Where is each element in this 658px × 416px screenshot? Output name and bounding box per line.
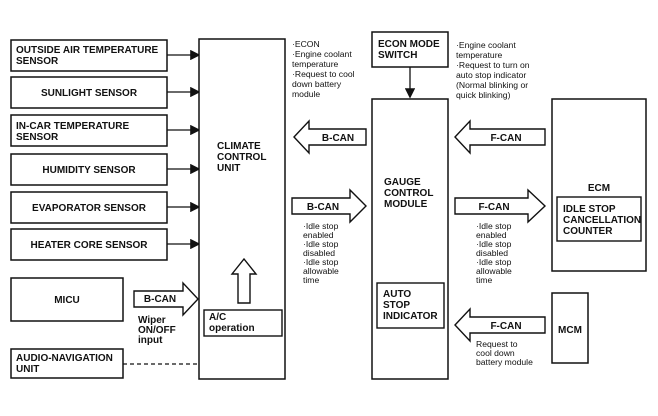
svg-text:temperature: temperature: [456, 50, 503, 60]
outside-air-temperature-sensor-box: OUTSIDE AIR TEMPERATURE SENSOR: [10, 39, 168, 72]
micu-box: MICU: [10, 277, 124, 322]
svg-text:allowable: allowable: [303, 266, 339, 276]
ecm-fcan-info-note: ·Idle stop enabled ·Idle stop disabled ·…: [476, 221, 512, 285]
svg-text:·Idle stop: ·Idle stop: [303, 257, 339, 267]
auto-stop-indicator-box: AUTO STOP INDICATOR: [376, 282, 445, 329]
svg-text:enabled: enabled: [303, 230, 334, 240]
svg-text:SWITCH: SWITCH: [378, 50, 417, 61]
ac-operation-box: A/C operation: [203, 309, 283, 337]
svg-text:·Idle stop: ·Idle stop: [476, 221, 512, 231]
evaporator-sensor-box: EVAPORATOR SENSOR: [10, 191, 168, 224]
svg-text:COUNTER: COUNTER: [563, 226, 613, 237]
svg-text:B-CAN: B-CAN: [144, 294, 176, 305]
mcm-request-note: Request to cool down battery module: [476, 339, 533, 367]
ecm-to-gauge-fcan-arrow: F-CAN: [454, 119, 546, 155]
svg-text:disabled: disabled: [476, 248, 508, 258]
svg-text:MCM: MCM: [558, 325, 582, 336]
svg-text:B-CAN: B-CAN: [322, 133, 354, 144]
svg-text:CANCELLATION: CANCELLATION: [563, 215, 641, 226]
svg-text:allowable: allowable: [476, 266, 512, 276]
svg-text:Request to: Request to: [476, 339, 518, 349]
svg-text:F-CAN: F-CAN: [490, 133, 521, 144]
svg-text:·ECON: ·ECON: [292, 39, 320, 49]
heater-core-sensor-box: HEATER CORE SENSOR: [10, 228, 168, 261]
svg-text:HUMIDITY SENSOR: HUMIDITY SENSOR: [42, 165, 136, 176]
mcm-box: MCM: [551, 292, 589, 364]
svg-text:module: module: [292, 89, 320, 99]
svg-text:Wiper: Wiper: [138, 315, 166, 326]
audio-navigation-unit-box: AUDIO-NAVIGATION UNIT: [10, 348, 124, 379]
ecm-box: ECM: [551, 98, 647, 272]
climate-gauge-info-note: ·ECON ·Engine coolant temperature ·Reque…: [292, 39, 355, 99]
svg-text:cool down: cool down: [476, 348, 515, 358]
svg-text:CONTROL: CONTROL: [217, 152, 266, 163]
svg-text:·Request to turn on: ·Request to turn on: [456, 60, 530, 70]
svg-text:ON/OFF: ON/OFF: [138, 325, 176, 336]
humidity-sensor-box: HUMIDITY SENSOR: [10, 153, 168, 186]
svg-text:time: time: [476, 275, 492, 285]
svg-text:temperature: temperature: [292, 59, 339, 69]
svg-text:·Idle stop: ·Idle stop: [476, 239, 512, 249]
svg-text:STOP: STOP: [383, 300, 410, 311]
mcm-to-gauge-fcan-arrow: F-CAN: [454, 307, 546, 343]
svg-text:AUDIO-NAVIGATION: AUDIO-NAVIGATION: [16, 353, 113, 364]
svg-text:down battery: down battery: [292, 79, 342, 89]
svg-text:ECM: ECM: [588, 183, 610, 194]
svg-text:A/C: A/C: [209, 312, 226, 323]
svg-text:time: time: [303, 275, 319, 285]
svg-text:·Request to cool: ·Request to cool: [292, 69, 355, 79]
svg-text:B-CAN: B-CAN: [307, 202, 339, 213]
svg-text:·Idle stop: ·Idle stop: [476, 257, 512, 267]
sunlight-sensor-box: SUNLIGHT SENSOR: [10, 76, 168, 109]
svg-text:UNIT: UNIT: [16, 364, 39, 375]
svg-text:·Idle stop: ·Idle stop: [303, 221, 339, 231]
econ-gauge-info-note: ·Engine coolant temperature ·Request to …: [456, 40, 530, 100]
micu-bcan-arrow: B-CAN: [133, 281, 199, 317]
svg-text:GAUGE: GAUGE: [384, 177, 421, 188]
svg-text:disabled: disabled: [303, 248, 335, 258]
sensor-signal-arrows: [167, 49, 201, 250]
svg-text:input: input: [138, 335, 163, 346]
gauge-control-module-box: GAUGE CONTROL MODULE: [371, 98, 449, 380]
svg-text:MODULE: MODULE: [384, 199, 428, 210]
econ-mode-switch-box: ECON MODE SWITCH: [371, 31, 449, 68]
wiper-input-note: Wiper ON/OFF input: [138, 315, 176, 346]
in-car-temperature-sensor-box: IN-CAR TEMPERATURE SENSOR: [10, 114, 168, 147]
svg-text:·Engine coolant: ·Engine coolant: [292, 49, 352, 59]
svg-text:EVAPORATOR SENSOR: EVAPORATOR SENSOR: [32, 203, 147, 214]
svg-text:OUTSIDE AIR TEMPERATURE: OUTSIDE AIR TEMPERATURE: [16, 45, 159, 56]
svg-text:·Idle stop: ·Idle stop: [303, 239, 339, 249]
svg-text:SUNLIGHT SENSOR: SUNLIGHT SENSOR: [41, 88, 138, 99]
svg-text:enabled: enabled: [476, 230, 507, 240]
svg-text:·Engine coolant: ·Engine coolant: [456, 40, 516, 50]
svg-text:IDLE STOP: IDLE STOP: [563, 204, 616, 215]
svg-text:auto stop indicator: auto stop indicator: [456, 70, 526, 80]
svg-text:UNIT: UNIT: [217, 163, 240, 174]
gauge-to-ecm-fcan-arrow: F-CAN: [454, 188, 547, 224]
svg-text:INDICATOR: INDICATOR: [383, 311, 438, 322]
svg-text:ECON MODE: ECON MODE: [378, 39, 440, 50]
svg-text:quick blinking): quick blinking): [456, 90, 511, 100]
svg-text:operation: operation: [209, 323, 255, 334]
gauge-to-climate-bcan-arrow: B-CAN: [293, 119, 367, 155]
svg-text:F-CAN: F-CAN: [478, 202, 509, 213]
svg-text:IN-CAR TEMPERATURE: IN-CAR TEMPERATURE: [16, 121, 129, 132]
svg-text:AUTO: AUTO: [383, 289, 411, 300]
svg-text:SENSOR: SENSOR: [16, 56, 59, 67]
svg-text:(Normal blinking or: (Normal blinking or: [456, 80, 528, 90]
ac-up-arrow: [230, 257, 258, 304]
svg-text:MICU: MICU: [54, 295, 80, 306]
svg-text:battery module: battery module: [476, 357, 533, 367]
svg-text:F-CAN: F-CAN: [490, 321, 521, 332]
gauge-bcan-info-note: ·Idle stop enabled ·Idle stop disabled ·…: [303, 221, 339, 285]
svg-text:CONTROL: CONTROL: [384, 188, 433, 199]
climate-to-gauge-bcan-arrow: B-CAN: [291, 188, 367, 224]
svg-text:SENSOR: SENSOR: [16, 132, 59, 143]
svg-text:HEATER CORE SENSOR: HEATER CORE SENSOR: [30, 240, 148, 251]
idle-stop-cancellation-counter-box: IDLE STOP CANCELLATION COUNTER: [556, 196, 642, 242]
svg-text:CLIMATE: CLIMATE: [217, 141, 261, 152]
